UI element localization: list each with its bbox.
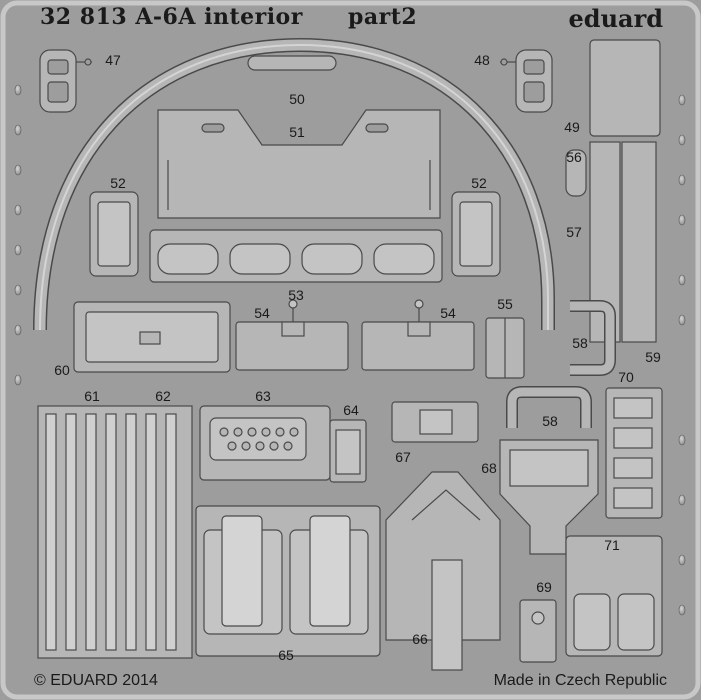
part-number-54-right: 54 [440,305,456,321]
part-number-60: 60 [54,362,70,378]
part-number-65: 65 [278,647,294,663]
part-number-53: 53 [288,287,304,303]
origin-text: Made in Czech Republic [493,672,667,689]
part-60 [73,301,231,373]
part-number-49: 49 [564,119,580,135]
copyright-text: © EDUARD 2014 [34,672,158,689]
brand-logo: eduard [568,4,663,33]
part-number-59: 59 [645,349,661,365]
part-number-71: 71 [604,537,620,553]
part-number-69: 69 [536,579,552,595]
part-70 [605,387,663,519]
part-63 [199,405,331,481]
part-number-52-left: 52 [110,175,126,191]
part-number-66: 66 [412,631,428,647]
part-54-left [235,299,349,371]
part-number-68: 68 [481,460,497,476]
part-number-58-upper: 58 [572,335,588,351]
part-68 [499,439,599,555]
part-61-62 [37,405,193,659]
part-49 [589,39,661,137]
part-67 [391,401,479,443]
part-69 [519,599,557,663]
part-53 [149,229,443,283]
part-58-upper [570,300,616,376]
part-65 [195,505,381,657]
part-number-62: 62 [155,388,171,404]
part-number-64: 64 [343,402,359,418]
part-56 [565,149,587,197]
part-number-63: 63 [255,388,271,404]
part-number-51: 51 [289,124,305,140]
droplets [14,84,686,616]
part-number-55: 55 [497,296,513,312]
part-55 [485,317,525,379]
part-number-54-left: 54 [254,305,270,321]
part-51 [157,109,441,219]
part-number-50: 50 [289,91,305,107]
part-66 [385,471,501,671]
part-47 [39,49,92,113]
part-number-58-lower: 58 [542,413,558,429]
fret-title: 32 813 A-6A interior [40,4,303,30]
part-number-47: 47 [105,52,121,68]
part-number-70: 70 [618,369,634,385]
part-number-56: 56 [566,149,582,165]
part-71 [565,535,663,657]
part-52-right [451,191,501,277]
part-number-61: 61 [84,388,100,404]
part-54-right [361,299,475,371]
part-59 [621,141,657,343]
part-58-lower [506,386,592,428]
part-number-48: 48 [474,52,490,68]
part-48 [500,49,553,113]
part-number-67: 67 [395,449,411,465]
part-number-52-right: 52 [471,175,487,191]
fret-part-label: part2 [348,4,418,30]
part-52-left [89,191,139,277]
part-50-arch [33,37,555,331]
part-64 [329,419,367,483]
part-number-57: 57 [566,224,582,240]
